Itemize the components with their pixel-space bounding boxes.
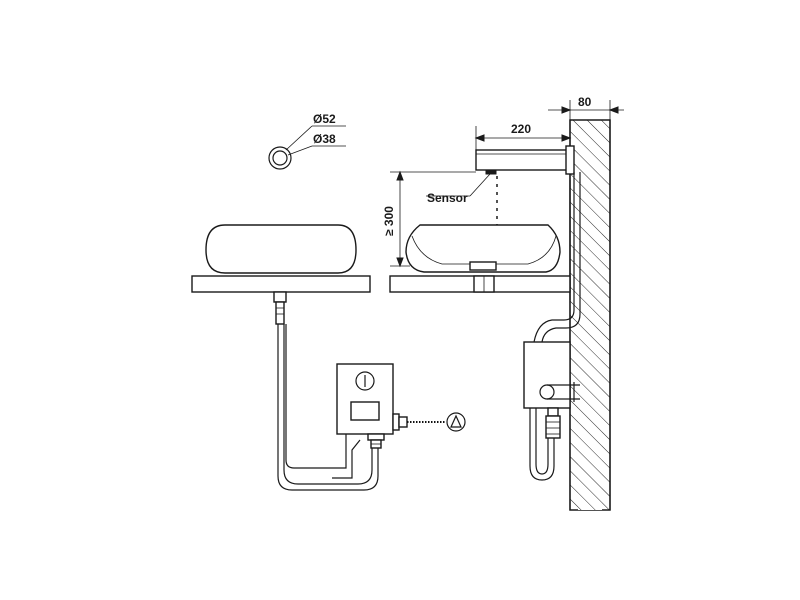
spout-length-label: 220 bbox=[511, 122, 531, 136]
control-display bbox=[350, 401, 380, 421]
left-hose-outer bbox=[277, 324, 379, 491]
left-basin bbox=[205, 224, 357, 274]
spout-top-view: Ø52 Ø38 bbox=[268, 112, 346, 170]
left-hose-inner bbox=[285, 324, 347, 469]
shutoff-valve-icon bbox=[446, 412, 466, 432]
outer-diameter-label: Ø52 bbox=[313, 112, 336, 126]
sensor-label: Sensor bbox=[427, 191, 468, 205]
inner-diameter-label: Ø38 bbox=[313, 132, 336, 146]
left-countertop bbox=[191, 275, 371, 293]
right-u-hose bbox=[529, 408, 555, 481]
min-height-label: ≥ 300 bbox=[382, 206, 396, 236]
wall-offset-label: 80 bbox=[578, 95, 592, 109]
left-view bbox=[191, 224, 466, 491]
wall-spout bbox=[475, 149, 569, 171]
control-dial-icon bbox=[355, 371, 375, 391]
right-basin bbox=[405, 224, 561, 273]
right-view: Sensor bbox=[389, 119, 611, 511]
control-box bbox=[336, 363, 394, 435]
dimensions: 220 80 ≥ 300 bbox=[382, 95, 624, 268]
wall-control-box bbox=[523, 341, 571, 409]
right-supply-pipe bbox=[533, 172, 575, 343]
